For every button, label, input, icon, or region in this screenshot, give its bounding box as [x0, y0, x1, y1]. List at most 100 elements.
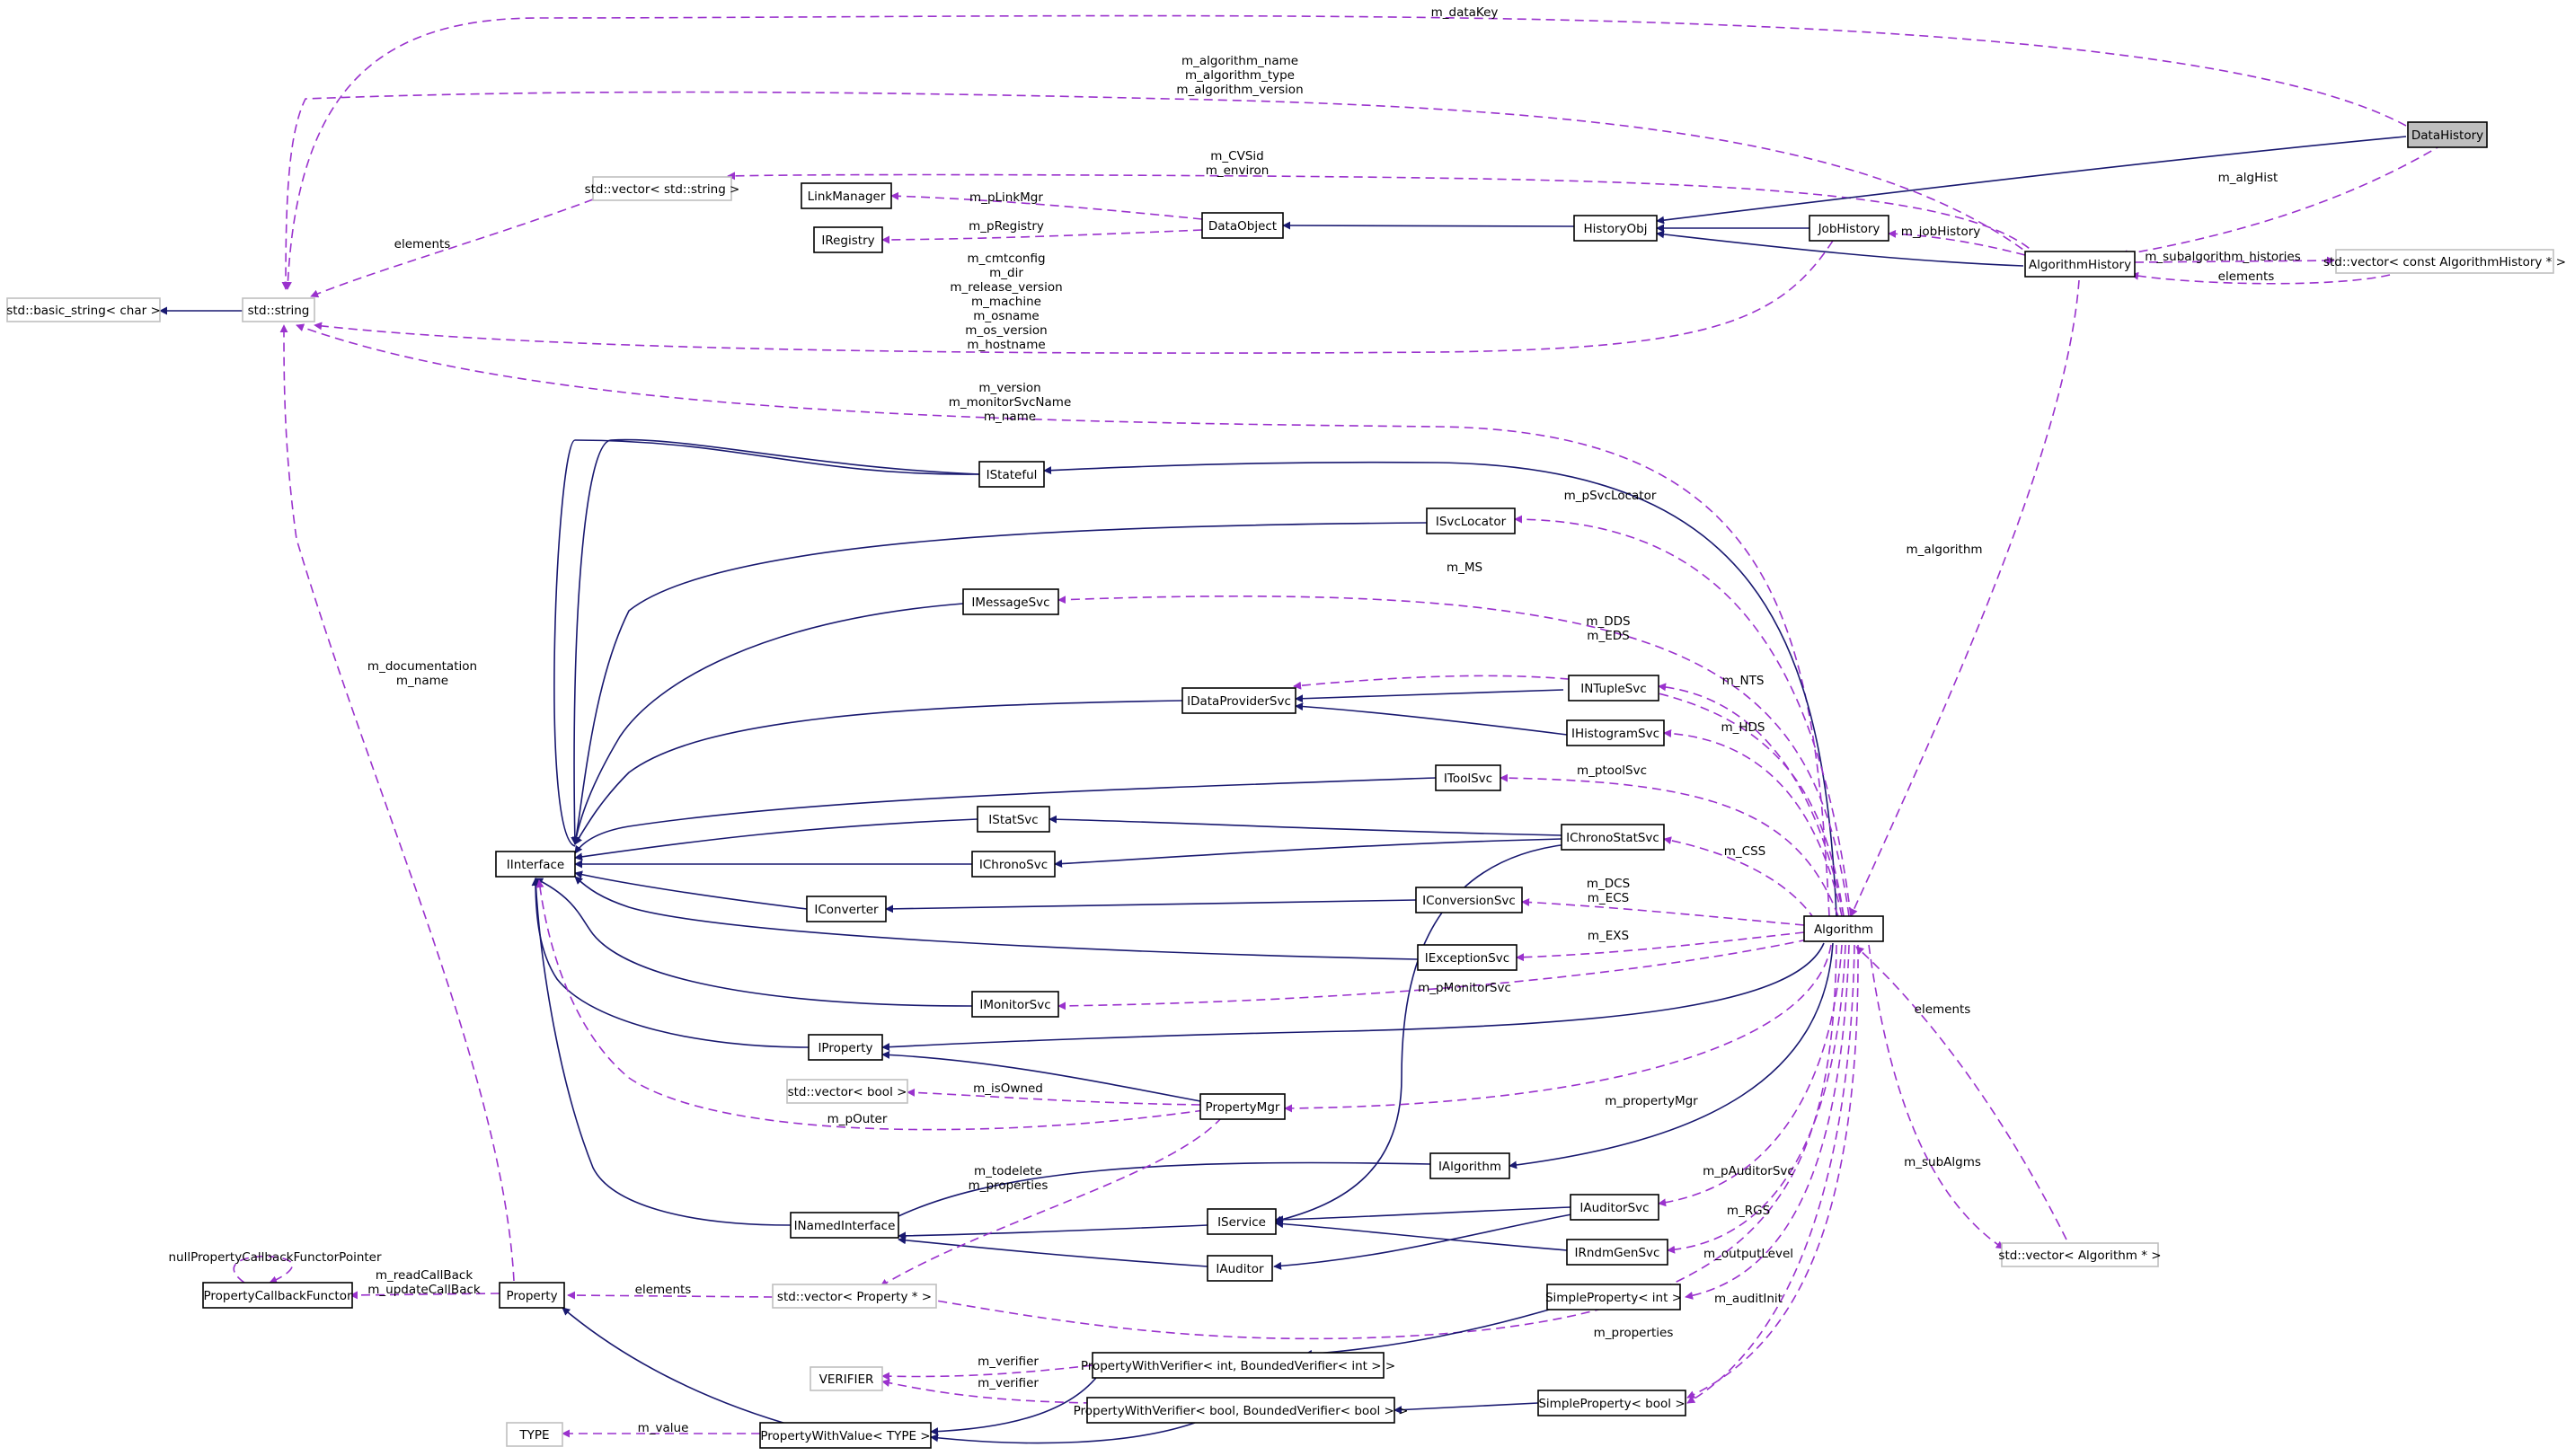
class-node-property-mgr[interactable]: PropertyMgr [1199, 1093, 1286, 1120]
edge-inherit-pwvint-pwvtype [930, 1364, 1106, 1436]
edge-label-m-p-svc-locator: m_pSvcLocator [1564, 489, 1657, 503]
class-node-box [1207, 1208, 1277, 1235]
class-node-vec-algorithm[interactable]: std::vector< Algorithm * > [1998, 1242, 2162, 1267]
class-node-inamed-interface[interactable]: INamedInterface [790, 1212, 899, 1239]
class-node-irndm-gen-svc[interactable]: IRndmGenSvc [1566, 1239, 1668, 1266]
class-node-label: INTupleSvc [1580, 682, 1646, 696]
edge-inherit-isvclocator [571, 522, 1428, 845]
class-node-link-manager[interactable]: LinkManager [801, 182, 892, 209]
class-node-iauditor-svc[interactable]: IAuditorSvc [1570, 1194, 1659, 1221]
class-node-property-callback-functor[interactable]: PropertyCallbackFunctor [202, 1282, 353, 1309]
edge-m-CVSid [727, 172, 2040, 259]
edge-label-m-ms: m_MS [1447, 560, 1482, 575]
edge-label-line: m_environ [1206, 163, 1270, 178]
class-node-label: IService [1217, 1215, 1266, 1230]
class-node-box [1426, 507, 1516, 534]
class-node-box [962, 588, 1059, 615]
edge-m-algorithm [1850, 279, 2080, 917]
edge-label-m-verifier-bool: m_verifier [978, 1376, 1039, 1390]
class-node-vec-bool[interactable]: std::vector< bool > [786, 1079, 908, 1104]
class-node-label: IInterface [507, 858, 564, 872]
class-node-property[interactable]: Property [499, 1282, 565, 1309]
class-node-iconversion-svc[interactable]: IConversionSvc [1415, 887, 1523, 913]
edge-label-line: m_machine [971, 295, 1041, 309]
edge-m-DDS-EDS [1293, 675, 1845, 917]
class-node-pwvbool[interactable]: PropertyWithVerifier< bool, BoundedVerif… [1074, 1397, 1409, 1424]
class-node-box [1537, 1390, 1686, 1416]
edge-inherit-imonitorsvc [535, 878, 973, 1007]
edge-inherit-pwvbool-pwvtype [930, 1422, 1196, 1444]
edge-m-isOwned [907, 1088, 1201, 1106]
class-node-simple-property-bool[interactable]: SimpleProperty< bool > [1537, 1390, 1686, 1416]
edge-label-m-p-monitor-svc: m_pMonitorSvc [1418, 981, 1511, 995]
class-node-type[interactable]: TYPE [506, 1422, 563, 1447]
class-node-job-history[interactable]: JobHistory [1809, 215, 1889, 242]
class-node-imessage-svc[interactable]: IMessageSvc [962, 588, 1059, 615]
class-node-ichrono-stat-svc[interactable]: IChronoStatSvc [1561, 824, 1665, 851]
class-node-std-string[interactable]: std::string [242, 297, 315, 322]
edge-m-pOuter [535, 879, 1205, 1131]
edge-inherit-iauditor-inamed [898, 1236, 1208, 1267]
edge-label-line: m_pAuditorSvc [1703, 1164, 1794, 1178]
edge-property-strings [279, 324, 515, 1282]
class-node-iproperty[interactable]: IProperty [808, 1034, 883, 1061]
class-node-box [1561, 824, 1665, 851]
class-node-iinterface[interactable]: IInterface [495, 851, 576, 878]
class-node-iregistry[interactable]: IRegistry [813, 226, 883, 253]
class-node-iconverter[interactable]: IConverter [806, 896, 887, 922]
class-node-pwvint[interactable]: PropertyWithVerifier< int, BoundedVerifi… [1081, 1352, 1395, 1379]
class-node-label: std::vector< Property * > [777, 1290, 932, 1304]
class-node-algorithm-history[interactable]: AlgorithmHistory [2024, 251, 2136, 278]
class-node-verifier[interactable]: VERIFIER [810, 1366, 883, 1391]
edge-m-verifier-bool [881, 1379, 1093, 1404]
edge-inherit-iconverter [574, 870, 808, 910]
class-node-box [1568, 675, 1659, 702]
class-node-idata-provider-svc[interactable]: IDataProviderSvc [1181, 687, 1296, 714]
edge-m-MS [1057, 596, 1850, 917]
class-node-data-history[interactable]: DataHistory [2407, 121, 2488, 148]
edge-inherit-istateful [553, 439, 980, 847]
edge-inherit-istateful-2 [571, 438, 980, 845]
class-node-iexception-svc[interactable]: IExceptionSvc [1417, 944, 1517, 971]
edge-inherit-ichronostatsvc-iservice [1273, 843, 1568, 1224]
class-node-itool-svc[interactable]: IToolSvc [1435, 764, 1501, 791]
class-node-algorithm[interactable]: Algorithm [1803, 915, 1884, 942]
class-node-ialgorithm[interactable]: IAlgorithm [1429, 1152, 1510, 1179]
edge-m-dataKey [283, 14, 2407, 290]
edge-label-line: m_todelete [974, 1164, 1042, 1178]
class-node-istateful[interactable]: IStateful [978, 461, 1045, 488]
edge-inherit-algorithm-ialgorithm [1509, 942, 1834, 1169]
class-node-data-object[interactable]: DataObject [1201, 212, 1284, 239]
class-node-ichrono-svc[interactable]: IChronoSvc [971, 851, 1056, 878]
class-node-vec-string[interactable]: std::vector< std::string > [585, 176, 740, 201]
class-node-label: IConversionSvc [1422, 894, 1516, 908]
class-node-isvc-locator[interactable]: ISvcLocator [1426, 507, 1516, 534]
class-node-label: IProperty [818, 1041, 872, 1055]
class-node-pwv-type[interactable]: PropertyWithValue< TYPE > [759, 1422, 932, 1449]
class-node-simple-property-int[interactable]: SimpleProperty< int > [1545, 1284, 1682, 1310]
class-node-vec-alg-hist[interactable]: std::vector< const AlgorithmHistory * > [2323, 249, 2566, 274]
edge-label-line: m_pRegistry [969, 219, 1044, 234]
edge-label-m-algorithm: m_algorithm [1906, 543, 1982, 557]
class-node-box [1086, 1397, 1395, 1424]
class-node-vec-property[interactable]: std::vector< Property * > [772, 1284, 937, 1309]
class-node-istat-svc[interactable]: IStatSvc [977, 806, 1050, 833]
class-node-label: IChronoSvc [979, 858, 1048, 872]
class-node-box [202, 1282, 353, 1309]
class-node-iauditor[interactable]: IAuditor [1207, 1255, 1273, 1282]
class-node-basic-string[interactable]: std::basic_string< char > [6, 297, 161, 322]
class-node-label: SimpleProperty< int > [1545, 1291, 1682, 1305]
class-node-imonitor-svc[interactable]: IMonitorSvc [971, 991, 1059, 1018]
edge-inherit-iauditorsvc-iauditor [1273, 1212, 1582, 1270]
class-node-ihistogram-svc[interactable]: IHistogramSvc [1566, 719, 1665, 746]
class-node-intuple-svc[interactable]: INTupleSvc [1568, 675, 1659, 702]
edge-label-m-data-key: m_dataKey [1431, 5, 1499, 20]
class-node-history-obj[interactable]: HistoryObj [1573, 215, 1658, 242]
edge-label-m-exs: m_EXS [1588, 929, 1629, 943]
edge-label-line: m_readCallBack [376, 1268, 473, 1283]
edge-label-m-output-level: m_outputLevel [1703, 1247, 1793, 1261]
class-node-iservice[interactable]: IService [1207, 1208, 1277, 1235]
edge-m-todelete-properties [880, 1116, 1223, 1287]
